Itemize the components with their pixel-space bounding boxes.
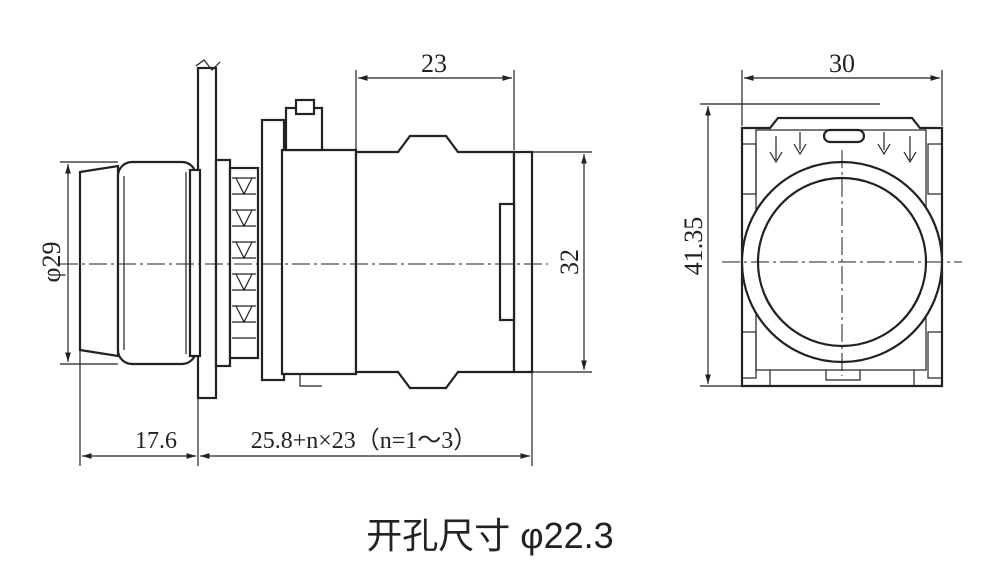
bezel-collar	[188, 168, 202, 358]
dim-front-height-label: 41.35	[679, 217, 708, 276]
side-view: φ29 23 32 17.6 25.8+n×23（n=1～3）	[37, 49, 592, 466]
dim-diameter: φ29	[37, 161, 118, 365]
cutout-caption: 开孔尺寸 φ22.3	[366, 515, 613, 556]
dim-depth: 17.6 25.8+n×23（n=1～3）	[79, 350, 533, 466]
dim-height: 32	[532, 151, 592, 373]
dim-front-width-label: 30	[829, 49, 855, 78]
dim-diameter-label: φ29	[37, 241, 66, 282]
front-view: 30 41.35	[679, 49, 962, 388]
button-head	[78, 160, 198, 366]
ring-nut	[214, 158, 260, 368]
dim-height-label: 32	[555, 249, 584, 275]
dim-depth-back-label: 25.8+n×23（n=1～3）	[251, 428, 478, 454]
dim-block-width-label: 23	[421, 49, 447, 78]
dim-front-height: 41.35	[679, 103, 880, 387]
adapter-block	[260, 98, 358, 387]
dim-front-width: 30	[741, 49, 943, 126]
dim-block-width: 23	[355, 49, 515, 150]
contact-block	[354, 134, 534, 390]
arrow-icons	[769, 132, 917, 164]
dim-depth-front-label: 17.6	[135, 428, 177, 454]
